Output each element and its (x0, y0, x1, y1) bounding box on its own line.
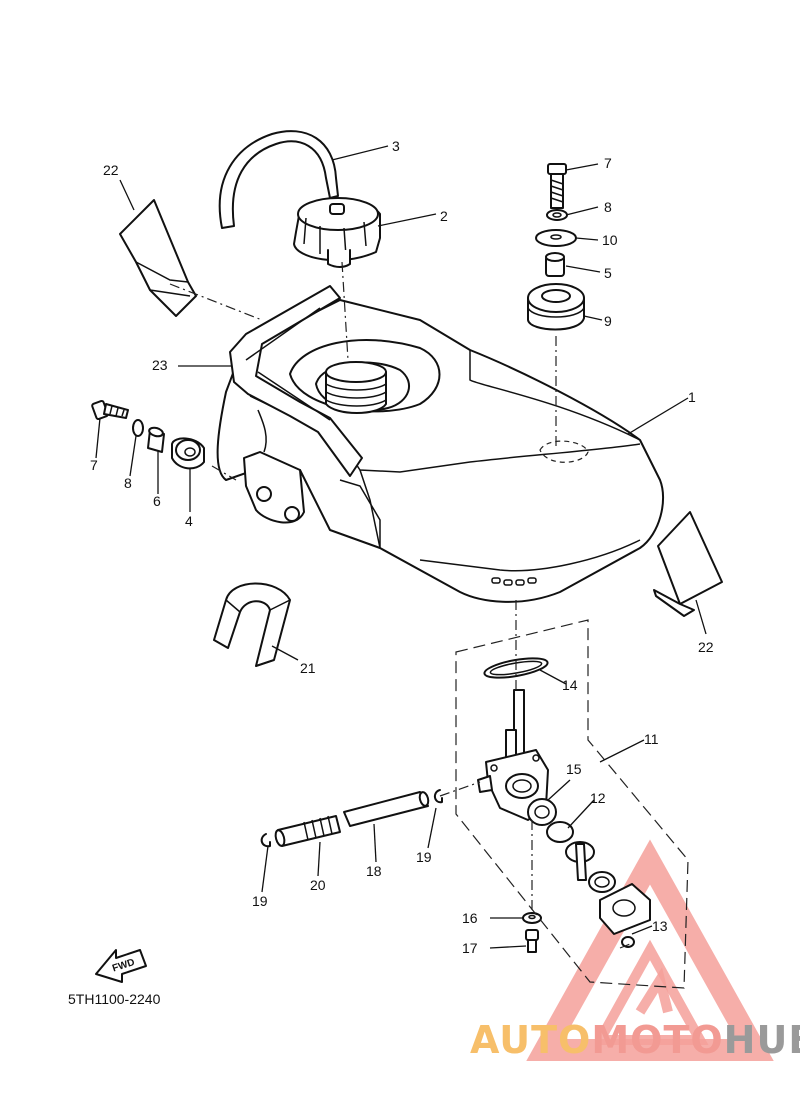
callout-19-left: 19 (252, 893, 268, 909)
clip-19-left (260, 833, 271, 848)
screw-17 (525, 929, 539, 953)
callout-10: 10 (602, 232, 618, 248)
fwd-arrow-icon: FWD (95, 949, 147, 983)
callouts: 1 2 3 4 5 6 7 7 8 8 9 10 11 12 13 14 15 … (90, 138, 714, 956)
callout-3: 3 (392, 138, 400, 154)
callout-7-top: 7 (604, 155, 612, 171)
callout-22-left: 22 (103, 162, 119, 178)
assembly-outline (455, 619, 689, 989)
damper-9 (527, 283, 585, 331)
callout-20: 20 (310, 877, 326, 893)
callout-6: 6 (153, 493, 161, 509)
fuel-tank (216, 299, 665, 603)
callout-16: 16 (462, 910, 478, 926)
guard-band (229, 285, 363, 477)
brand-hub: HUB (723, 1018, 800, 1062)
gasket-12 (546, 821, 574, 843)
watermark-logo (526, 839, 774, 1061)
washer-top (546, 209, 568, 221)
callout-8-top: 8 (604, 199, 612, 215)
callout-2: 2 (440, 208, 448, 224)
callout-15: 15 (566, 761, 582, 777)
callout-9: 9 (604, 313, 612, 329)
brand-moto: MOTO (591, 1018, 724, 1062)
washer-16 (522, 912, 542, 924)
protector-right (653, 511, 723, 617)
callout-4: 4 (185, 513, 193, 529)
fuel-cap (293, 197, 381, 268)
callout-12: 12 (590, 790, 606, 806)
hose-18 (343, 791, 430, 827)
callout-7-left: 7 (90, 457, 98, 473)
rubber-u (213, 582, 291, 667)
bolt-left (91, 399, 129, 421)
callout-17: 17 (462, 940, 478, 956)
callout-8-left: 8 (124, 475, 132, 491)
bolt-top (547, 163, 567, 209)
gasket-ring (588, 871, 616, 893)
hose-20 (274, 815, 341, 847)
watermark-brand: AUTOMOTOHUB (470, 1018, 800, 1062)
breather-hose (218, 130, 339, 229)
callout-22-right: 22 (698, 639, 714, 655)
callout-14: 14 (562, 677, 578, 693)
diagram-code: 5TH1100-2240 (68, 991, 161, 1007)
filter-15 (527, 798, 557, 826)
washer-left (132, 419, 144, 437)
protector-left (119, 199, 197, 317)
plate-13 (599, 883, 651, 935)
collar-top (545, 252, 565, 277)
callout-1: 1 (688, 389, 696, 405)
callout-21: 21 (300, 660, 316, 676)
callout-11: 11 (644, 731, 659, 747)
callout-23: 23 (152, 357, 168, 373)
callout-18: 18 (366, 863, 382, 879)
brand-auto: AUTO (470, 1018, 592, 1062)
callout-13: 13 (652, 918, 668, 934)
lever (565, 841, 595, 881)
leader-lines (95, 145, 707, 949)
collar-left (147, 426, 165, 453)
screw-13 (621, 936, 635, 948)
callout-5: 5 (604, 265, 612, 281)
assembly-lines (169, 261, 631, 949)
plate-washer (535, 229, 577, 247)
clip-19-right (434, 789, 443, 804)
damper-4 (171, 437, 205, 470)
callout-19-right: 19 (416, 849, 432, 865)
